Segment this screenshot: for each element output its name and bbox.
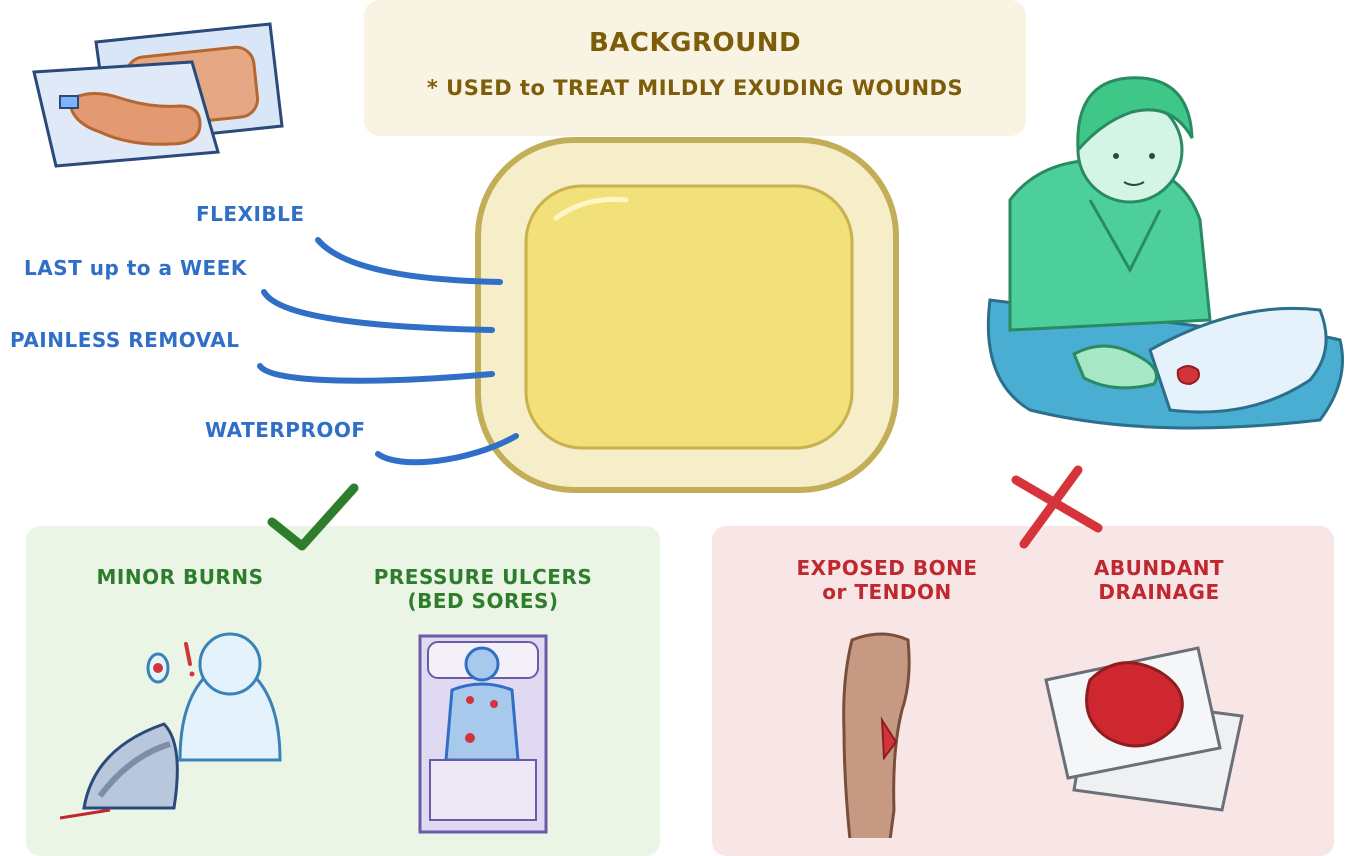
feature-label-waterproof: WATERPROOF [205,418,366,442]
bed-patient-icon [418,634,548,834]
background-panel [364,0,1026,136]
iron-icon [59,722,179,820]
indication-pressure-ulcers: PRESSURE ULCERS [373,565,593,589]
contraindication-abundant-drainage-line2: DRAINAGE [1098,580,1220,604]
indication-minor-burns: MINOR BURNS [96,565,264,589]
feature-label-flexible: FLEXIBLE [196,202,305,226]
illustration-layer [32,22,1344,838]
cross-icon [1011,465,1103,549]
nurse-icon [986,76,1344,430]
indication-pressure-ulcers-note: (BED SORES) [407,589,559,613]
burn-person-icon [146,632,282,762]
feature-connectors [257,237,519,466]
check-icon [267,483,359,551]
feature-label-last-week: LAST up to a WEEK [24,256,247,280]
contraindication-exposed-bone-line2: or TENDON [822,580,952,604]
leg-wound-icon [842,632,911,838]
hydrocolloid-dressing-icon [475,137,899,493]
feature-label-painless-removal: PAINLESS REMOVAL [10,328,240,352]
dressing-packets-icon [32,22,284,168]
contraindication-abundant-drainage: ABUNDANT [1093,556,1225,580]
background-subtitle: * USED to TREAT MILDLY EXUDING WOUNDS [426,76,964,100]
soaked-gauze-icon [1044,646,1244,812]
contraindicated-panel [712,526,1334,856]
contraindication-exposed-bone: EXPOSED BONE [796,556,978,580]
background-title: BACKGROUND [588,28,802,58]
